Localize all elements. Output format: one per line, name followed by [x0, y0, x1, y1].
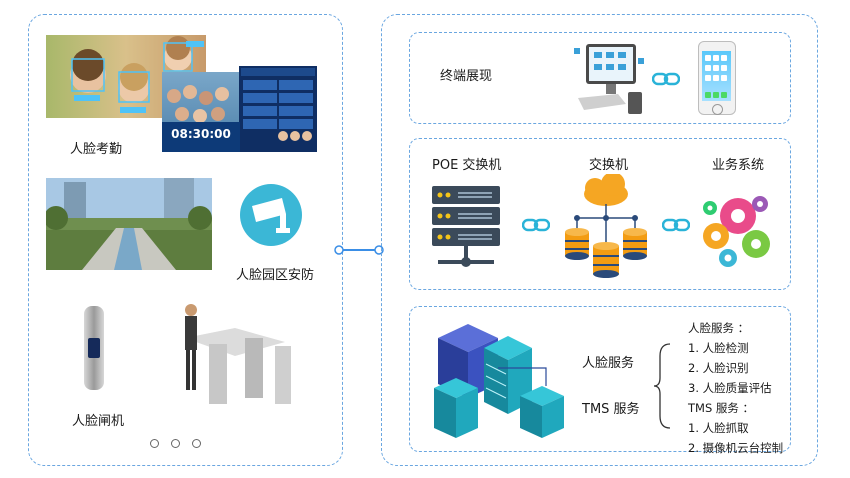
- campus-photo: [46, 178, 212, 270]
- gate-label: 人脸闸机: [72, 414, 125, 429]
- terminal-box: [409, 32, 791, 124]
- service-list-item: 人脸服务 ：: [688, 321, 750, 335]
- attendance-display-screen: [239, 66, 317, 152]
- business-system-label: 业务系统: [712, 158, 765, 173]
- face-detection-illustration: [70, 36, 204, 113]
- left-panel: [28, 14, 343, 466]
- gears-icon: [698, 186, 774, 270]
- service-list-item: TMS 服务 ：: [688, 401, 755, 415]
- service-list-item: 2. 摄像机云台控制: [688, 441, 784, 455]
- smartphone-icon: [698, 41, 736, 115]
- isometric-servers-icon: [428, 318, 568, 444]
- services-box: [409, 306, 791, 452]
- cloud-database-icon: [561, 172, 651, 280]
- service-list-item: 3. 人脸质量评估: [688, 381, 772, 395]
- service-list-item: 1. 人脸检测: [688, 341, 749, 355]
- curly-brace: [653, 343, 671, 429]
- right-panel: [381, 14, 818, 466]
- service-list: 人脸服务 ： 1. 人脸检测 2. 人脸识别 3. 人脸质量评估 TMS 服务 …: [688, 318, 783, 458]
- chain-link-icon-3: [662, 218, 690, 232]
- poe-switch-label: POE 交换机: [432, 158, 502, 173]
- carousel-dot-1[interactable]: [150, 439, 159, 448]
- attendance-clock: 08:30:00: [171, 127, 231, 141]
- attendance-label: 人脸考勤: [70, 142, 123, 157]
- face-terminal-device: [84, 306, 104, 390]
- chain-link-icon-2: [522, 218, 550, 232]
- chain-link-icon-1: [652, 72, 680, 86]
- security-label: 人脸园区安防: [236, 268, 315, 283]
- attendance-clock-panel: 08:30:00: [162, 122, 240, 152]
- turnstile-gate-photo: [165, 298, 303, 416]
- face-service-label: 人脸服务: [582, 356, 635, 371]
- tms-service-label: TMS 服务: [582, 402, 640, 417]
- service-list-item: 1. 人脸抓取: [688, 421, 749, 435]
- server-rack-icon: [430, 184, 502, 276]
- service-list-item: 2. 人脸识别: [688, 361, 749, 375]
- computer-icon: [572, 38, 648, 116]
- terminal-label: 终端展现: [440, 69, 493, 84]
- carousel-dot-3[interactable]: [192, 439, 201, 448]
- panel-connector: [334, 245, 384, 255]
- switch-label: 交换机: [589, 158, 629, 173]
- carousel-dot-2[interactable]: [171, 439, 180, 448]
- network-box: [409, 138, 791, 290]
- security-camera-icon: [240, 184, 302, 246]
